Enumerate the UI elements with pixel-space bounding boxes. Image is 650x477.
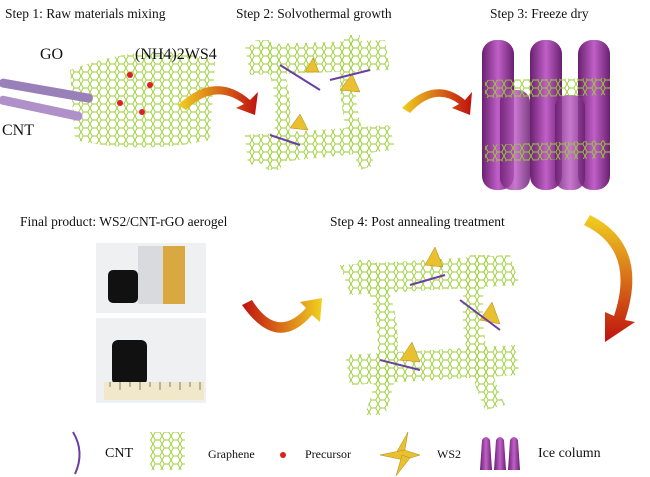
process-arrows [178,86,635,342]
cnt-label: CNT [2,122,34,139]
step2-illustration [245,35,395,170]
step3-illustration [482,40,610,190]
legend-cnt: CNT [105,446,133,461]
legend-precursor: Precursor [305,447,351,461]
step1-illustration [0,52,215,148]
ruler [104,382,204,400]
legend-ws2: WS2 [437,447,461,461]
step2-label: Step 2: Solvothermal growth [236,6,392,21]
precursor-formula-label: (NH4)2WS4 [135,46,217,63]
aerogel-sample [108,270,138,303]
legend-graphene: Graphene [208,447,255,461]
ruler [163,246,185,304]
legend-graphics [72,431,520,477]
graphene-icon [150,432,185,470]
legend-ice-column: Ice column [538,446,601,461]
aerogel-photos [96,243,206,403]
final-product-label: Final product: WS2/CNT-rGO aerogel [20,214,228,229]
cnt-tube [0,95,83,121]
aerogel-sample [112,340,147,385]
arrow-step3-to-4 [584,215,635,342]
precursor-icon [280,452,286,458]
graphene-oxide-sheet [70,52,215,148]
precursor-dots [117,72,153,115]
step1-label: Step 1: Raw materials mixing [5,6,166,21]
cnt-tube [0,78,93,103]
arrow-step1-to-2 [178,86,258,115]
ws2-icon [379,431,421,477]
step4-illustration [340,246,520,415]
go-label: GO [40,46,64,63]
cnt-icon [72,431,81,475]
arrow-step4-to-final [242,298,322,333]
step4-label: Step 4: Post annealing treatment [330,214,505,229]
arrow-step2-to-3 [402,89,472,115]
step3-label: Step 3: Freeze dry [490,6,589,21]
ice-column-icon [480,437,520,470]
